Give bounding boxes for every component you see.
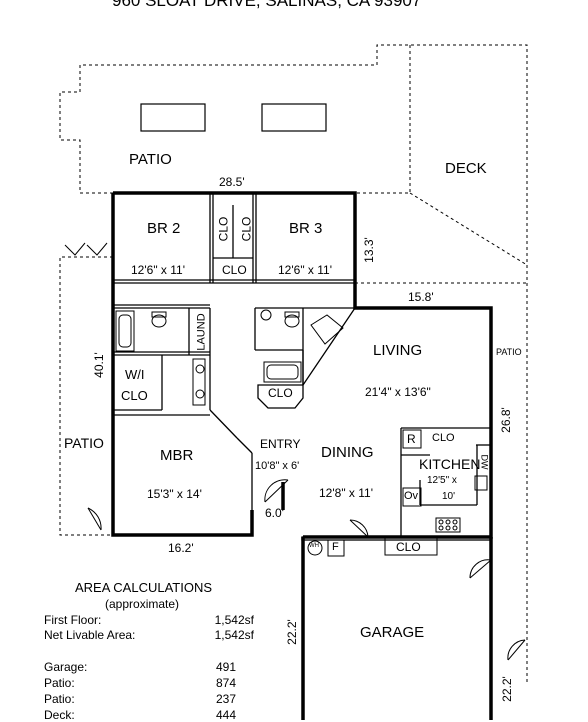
patio-top-label: PATIO bbox=[129, 151, 172, 168]
area-row-garage: Garage: 491 bbox=[44, 660, 236, 674]
dim-living-top: 15.8' bbox=[408, 290, 434, 304]
entry-size: 10'8" x 6' bbox=[255, 460, 300, 472]
kitchen-size-line1: 12'5" x bbox=[427, 475, 457, 486]
mbr-size: 15'3" x 14' bbox=[147, 487, 202, 501]
bath-fixtures bbox=[115, 309, 344, 406]
garage-label: GARAGE bbox=[360, 624, 425, 641]
entry-label: ENTRY bbox=[260, 437, 301, 451]
area-row-deck: Deck: 444 bbox=[44, 708, 236, 722]
area-title: AREA CALCULATIONS bbox=[75, 580, 213, 595]
dw-label: DW bbox=[479, 454, 490, 470]
wh-label: WH bbox=[309, 543, 319, 549]
dim-garage-right: 22.2' bbox=[499, 676, 514, 702]
wi-clo-line1: W/I bbox=[125, 367, 145, 382]
br2-size: 12'6" x 11' bbox=[131, 263, 185, 277]
clo-b-label: CLO bbox=[239, 216, 254, 242]
living-size: 21'4" x 13'6" bbox=[365, 385, 431, 399]
mbr-label: MBR bbox=[160, 447, 194, 464]
br2-label: BR 2 bbox=[147, 220, 181, 237]
patio-vent-right bbox=[261, 103, 327, 132]
dim-bottom-left: 16.2' bbox=[168, 541, 194, 555]
oven-label: Ov bbox=[404, 490, 419, 502]
clo-a-label: CLO bbox=[216, 216, 231, 242]
living-label: LIVING bbox=[373, 342, 423, 359]
kitchen-appliances bbox=[307, 429, 488, 557]
kitchen-label: KITCHEN bbox=[419, 456, 481, 472]
fridge-label: R bbox=[407, 432, 416, 446]
patio-deck-outline bbox=[59, 44, 528, 683]
area-row-patio-1: Patio: 874 bbox=[44, 676, 236, 690]
br3-label: BR 3 bbox=[289, 220, 323, 237]
address-header: 960 SLOAT DRIVE, SALINAS, CA 93907 bbox=[112, 0, 422, 10]
dim-entry-width: 6.0' bbox=[265, 506, 284, 520]
dim-garage-left: 22.2' bbox=[284, 619, 299, 645]
laund-label: LAUND bbox=[195, 313, 208, 351]
deck-label: DECK bbox=[445, 160, 487, 177]
dim-right-side: 26.8' bbox=[498, 407, 513, 433]
dim-top-width: 28.5' bbox=[219, 175, 245, 189]
patio-vent-left bbox=[140, 103, 206, 132]
clo-bath-label: CLO bbox=[268, 386, 293, 400]
dining-label: DINING bbox=[321, 444, 374, 461]
clo-kitchen-label: CLO bbox=[432, 432, 455, 444]
dining-size: 12'8" x 11' bbox=[319, 486, 373, 500]
clo-c-label: CLO bbox=[222, 263, 247, 277]
wi-clo-line2: CLO bbox=[121, 388, 148, 403]
interior-walls bbox=[113, 193, 492, 541]
br3-size: 12'6" x 11' bbox=[278, 263, 332, 277]
area-row-net-livable: Net Livable Area: 1,542sf bbox=[44, 628, 254, 642]
area-subtitle: (approximate) bbox=[105, 597, 180, 611]
dim-left-side: 40.1' bbox=[91, 352, 106, 378]
patio-right-label: PATIO bbox=[496, 347, 522, 357]
area-row-patio-2: Patio: 237 bbox=[44, 692, 236, 706]
clo-garage-label: CLO bbox=[396, 540, 421, 554]
patio-left-label: PATIO bbox=[64, 435, 104, 451]
area-row-first-floor: First Floor: 1,542sf bbox=[44, 613, 254, 627]
furnace-label: F bbox=[332, 541, 339, 553]
kitchen-size-line2: 10' bbox=[442, 491, 456, 502]
door-swings bbox=[64, 242, 526, 661]
dim-br3-side: 13.3' bbox=[361, 237, 376, 263]
